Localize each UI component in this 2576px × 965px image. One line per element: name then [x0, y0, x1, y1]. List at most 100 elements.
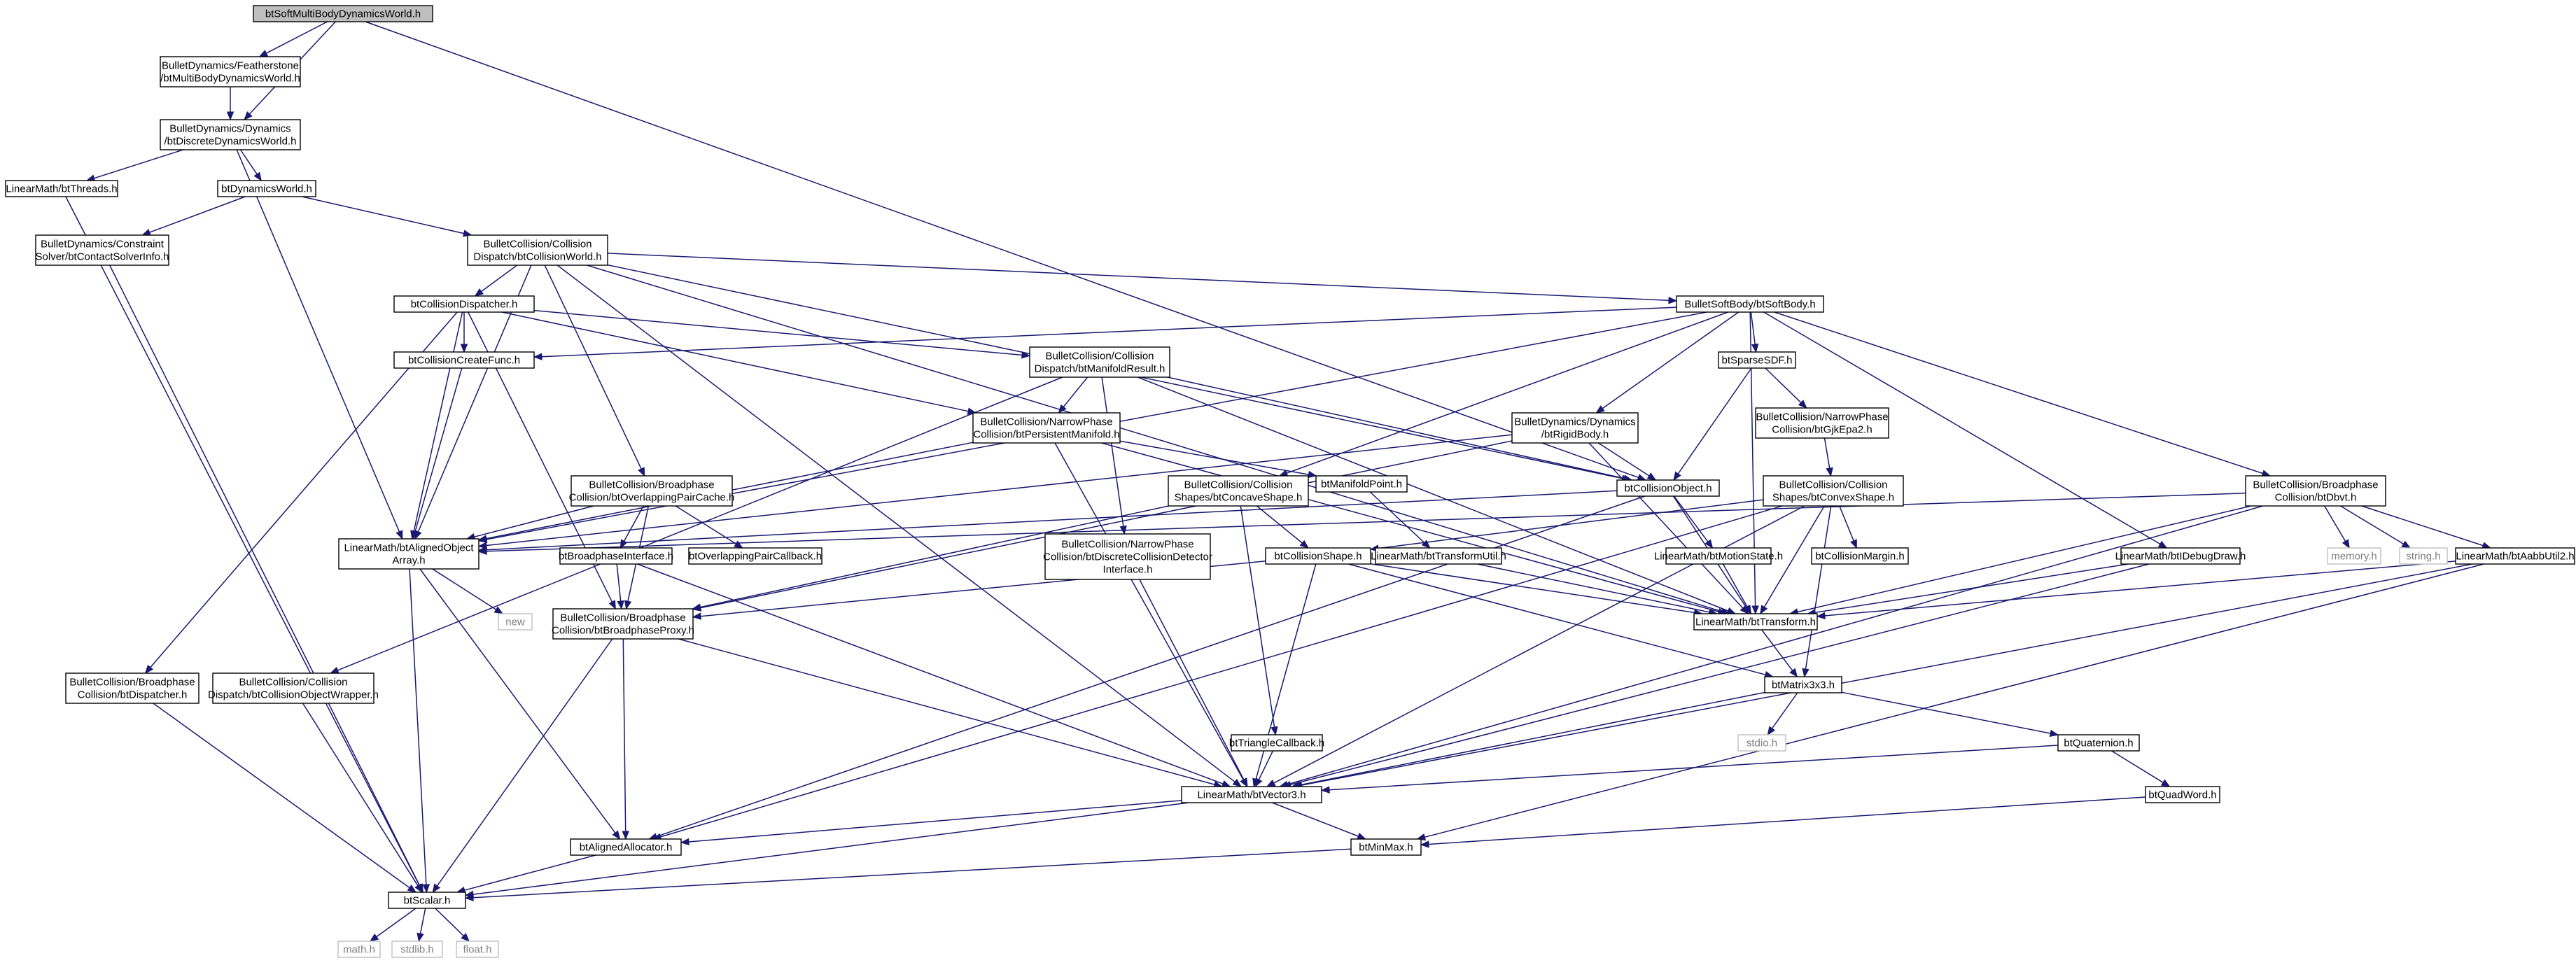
node-label: /btMultiBodyDynamicsWorld.h — [160, 73, 300, 85]
node-discretedetector[interactable]: BulletCollision/NarrowPhaseCollision/btD… — [1043, 533, 1212, 580]
node-box — [1693, 613, 1818, 631]
node-label: BulletDynamics/Constraint — [41, 239, 164, 251]
node-transform[interactable]: LinearMath/btTransform.h — [1693, 613, 1818, 631]
edge-discrete-to-threads — [85, 149, 183, 182]
arrowhead-icon — [2160, 779, 2171, 787]
node-label: LinearMath/btAlignedObject — [344, 542, 474, 554]
edge-line — [1370, 563, 1695, 614]
edge-line — [533, 309, 1023, 356]
node-label: BulletCollision/Broadphase — [2253, 479, 2378, 491]
node-scalar[interactable]: btScalar.h — [388, 892, 466, 909]
node-stdlib: stdlib.h — [391, 941, 443, 958]
node-discrete[interactable]: BulletDynamics/Dynamics/btDiscreteDynami… — [160, 119, 301, 150]
node-aabbutil[interactable]: LinearMath/btAabbUtil2.h — [2455, 547, 2575, 565]
edge-line — [2361, 505, 2484, 547]
edge-collworld-to-softbody — [607, 253, 1678, 304]
edge-line — [1673, 495, 1709, 542]
edge-line — [700, 505, 1169, 608]
node-box — [1616, 479, 1720, 497]
node-concaveshape[interactable]: BulletCollision/CollisionShapes/btConcav… — [1168, 475, 1309, 507]
node-featherstone[interactable]: BulletDynamics/Featherstone/btMultiBodyD… — [160, 56, 301, 87]
node-convexshape[interactable]: BulletCollision/CollisionShapes/btConvex… — [1763, 475, 1904, 507]
arrowhead-icon — [1058, 404, 1067, 414]
edge-line — [1477, 563, 1709, 613]
edge-dbvt-to-aabbutil — [2361, 505, 2492, 549]
edge-line — [236, 149, 400, 533]
arrowhead-icon — [1826, 467, 1833, 477]
node-persistent[interactable]: BulletCollision/NarrowPhaseCollision/btP… — [972, 412, 1121, 444]
node-quadword[interactable]: btQuadWord.h — [2145, 786, 2220, 803]
edge-convexshape-to-matrix3x3 — [1802, 505, 1832, 678]
node-box — [1811, 547, 1909, 565]
node-collobjwrapper[interactable]: BulletCollision/CollisionDispatch/btColl… — [208, 672, 379, 704]
node-collshape[interactable]: btCollisionShape.h — [1265, 547, 1371, 565]
node-label: btCollisionCreateFunc.h — [408, 355, 520, 367]
edge-collshape-to-vector3 — [1252, 563, 1317, 788]
node-label: LinearMath/btMotionState.h — [1654, 551, 1783, 563]
edge-line — [1258, 750, 1274, 780]
node-root[interactable]: btSoftMultiBodyDynamicsWorld.h — [253, 5, 433, 22]
node-label: Shapes/btConvexShape.h — [1772, 492, 1894, 504]
edge-quaternion-to-quadword — [2111, 750, 2171, 787]
edge-line — [486, 434, 1513, 547]
edge-line — [1101, 442, 1719, 612]
node-box — [552, 608, 694, 640]
node-collmargin[interactable]: btCollisionMargin.h — [1811, 547, 1909, 565]
node-dynworld[interactable]: btDynamicsWorld.h — [217, 180, 316, 197]
node-box — [337, 941, 381, 958]
node-manifoldresult[interactable]: BulletCollision/CollisionDispatch/btMani… — [1029, 346, 1170, 378]
node-quaternion[interactable]: btQuaternion.h — [2057, 734, 2140, 752]
node-label: LinearMath/btIDebugDraw.h — [2115, 551, 2246, 563]
node-box — [2145, 786, 2220, 803]
node-label: stdio.h — [1746, 738, 1777, 749]
arrowhead-icon — [680, 838, 690, 846]
node-alignedalloc[interactable]: btAlignedAllocator.h — [570, 838, 682, 856]
edge-line — [419, 568, 616, 833]
node-bpdispatcher[interactable]: BulletCollision/BroadphaseCollision/btDi… — [65, 672, 200, 704]
node-rigidbody[interactable]: BulletDynamics/Dynamics/btRigidBody.h — [1511, 412, 1639, 444]
edge-line — [1290, 563, 2150, 786]
arrowhead-icon — [493, 606, 504, 614]
edge-line — [622, 638, 626, 832]
node-vector3[interactable]: LinearMath/btVector3.h — [1181, 786, 1322, 803]
arrowhead-icon — [692, 603, 701, 611]
node-label: Collision/btDiscreteCollisionDetector — [1043, 551, 1212, 563]
node-sparsesdf[interactable]: btSparseSDF.h — [1718, 351, 1796, 369]
node-overlapcallback[interactable]: btOverlappingPairCallback.h — [688, 547, 822, 565]
edge-line — [1823, 437, 1830, 469]
node-matrix3x3[interactable]: btMatrix3x3.h — [1764, 676, 1842, 693]
node-createfunc[interactable]: btCollisionCreateFunc.h — [393, 351, 535, 369]
node-collobject[interactable]: btCollisionObject.h — [1616, 479, 1720, 497]
node-contactsolver[interactable]: BulletDynamics/ConstraintSolver/btContac… — [35, 234, 169, 266]
edge-overlapcache-to-overlapcallback — [675, 505, 743, 549]
node-softbody[interactable]: BulletSoftBody/btSoftBody.h — [1676, 295, 1824, 313]
arrowhead-icon — [412, 530, 419, 540]
arrowhead-icon — [2342, 539, 2350, 549]
edge-collworld-to-colldispatcher — [474, 265, 518, 297]
edge-line — [675, 505, 736, 544]
edge-line — [436, 638, 613, 887]
edge-line — [376, 908, 416, 938]
node-trianglecb[interactable]: btTriangleCallback.h — [1229, 734, 1324, 752]
node-label: btCollisionObject.h — [1624, 483, 1712, 495]
edge-line — [2324, 505, 2346, 542]
node-minmax[interactable]: btMinMax.h — [1350, 838, 1422, 856]
node-colldispatcher[interactable]: btCollisionDispatcher.h — [393, 295, 535, 313]
node-threads[interactable]: LinearMath/btThreads.h — [5, 180, 118, 197]
node-debugdraw[interactable]: LinearMath/btIDebugDraw.h — [2115, 547, 2246, 565]
node-broadphaseif[interactable]: btBroadphaseInterface.h — [559, 547, 673, 565]
node-transformutil[interactable]: LinearMath/btTransformUtil.h — [1371, 547, 1506, 565]
node-bpproxy[interactable]: BulletCollision/BroadphaseCollision/btBr… — [552, 608, 694, 640]
node-motionstate[interactable]: LinearMath/btMotionState.h — [1654, 547, 1783, 565]
node-manifoldpoint[interactable]: btManifoldPoint.h — [1315, 475, 1408, 493]
node-dbvt[interactable]: BulletCollision/BroadphaseCollision/btDb… — [2245, 475, 2386, 507]
node-label: LinearMath/btTransform.h — [1695, 617, 1816, 628]
node-collworld[interactable]: BulletCollision/CollisionDispatch/btColl… — [467, 234, 608, 266]
node-overlapcache[interactable]: BulletCollision/BroadphaseCollision/btOv… — [569, 475, 735, 507]
node-gjkepa2[interactable]: BulletCollision/NarrowPhaseCollision/btG… — [1755, 407, 1889, 439]
edge-discrete-to-dynworld — [239, 149, 262, 182]
edge-line — [1272, 802, 1359, 837]
node-box — [456, 941, 499, 958]
node-label: new — [505, 617, 525, 628]
